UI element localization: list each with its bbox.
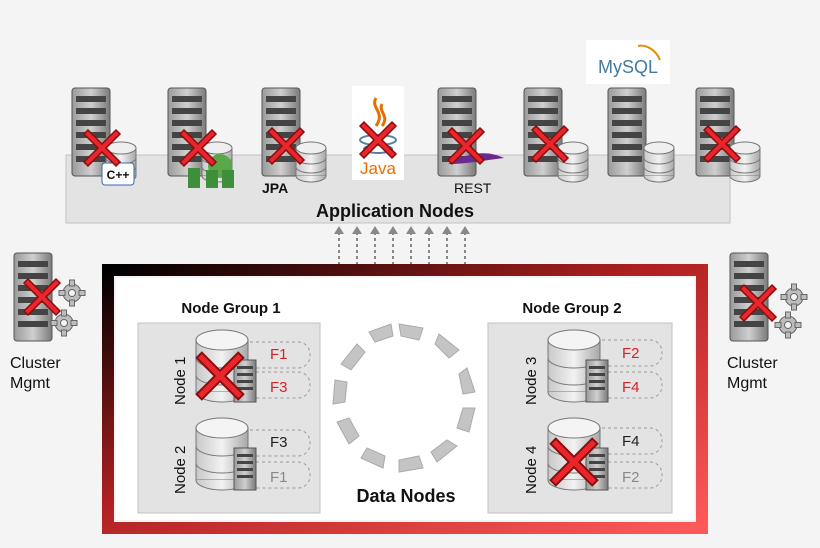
node-4-label: Node 4 [523, 446, 540, 494]
data-nodes-title: Data Nodes [356, 486, 455, 506]
mysql-logo-icon: MySQL [586, 40, 670, 84]
cluster-mgmt-left-label-line2: Mgmt [10, 375, 51, 392]
app-node-nodejs [167, 87, 234, 188]
nodejs-logo-icon [188, 154, 234, 188]
connector-arrowheads [334, 226, 470, 234]
node-4: Node 4 F4 F2 [523, 417, 663, 494]
node-2: Node 2 F3 F1 [172, 417, 311, 494]
node-3-fragment-primary-slot [583, 339, 663, 367]
node-1-fragment-primary: F1 [270, 346, 288, 363]
app-node-mysql [607, 87, 675, 183]
cpp-logo-label: C++ [107, 168, 130, 182]
jpa-label: JPA [262, 180, 288, 196]
node-group-1-title: Node Group 1 [181, 300, 280, 317]
node-group-2-title: Node Group 2 [522, 300, 621, 317]
node-3-fragment-secondary: F4 [622, 379, 640, 396]
replication-cycle-icon [332, 323, 476, 473]
node-4-fragment-primary: F4 [622, 433, 640, 450]
node-1-fragment-primary-slot [231, 341, 311, 369]
rest-label: REST [454, 180, 492, 196]
node-2-label: Node 2 [172, 446, 189, 494]
java-logo-icon: Java [352, 86, 404, 180]
node-2-fragment-primary-slot [231, 429, 311, 457]
cluster-mgmt-left [13, 252, 86, 342]
node-3-fragment-secondary-slot [583, 371, 663, 399]
data-nodes-frame [102, 264, 708, 534]
app-node-jpa [261, 87, 327, 183]
node-3-fragment-primary: F2 [622, 345, 640, 362]
app-node-rest [437, 87, 504, 177]
cluster-mgmt-right-label-line2: Mgmt [727, 375, 768, 392]
connector-arrows [338, 232, 466, 266]
node-4-fragment-secondary: F2 [622, 469, 640, 486]
node-1-label: Node 1 [172, 357, 189, 405]
java-logo-label: Java [360, 159, 396, 178]
node-3-label: Node 3 [523, 357, 540, 405]
application-nodes-title: Application Nodes [316, 201, 474, 221]
cluster-mgmt-right [729, 252, 808, 342]
node-2-fragment-secondary-slot [231, 461, 311, 489]
cluster-mgmt-left-label-line1: Cluster [10, 355, 61, 372]
app-node-6 [523, 87, 589, 183]
node-4-fragment-primary-slot [583, 427, 663, 455]
mysql-logo-label: MySQL [598, 57, 658, 77]
node-4-fragment-secondary-slot [583, 461, 663, 489]
node-1-fragment-secondary: F3 [270, 379, 288, 396]
node-1: Node 1 F1 F3 [172, 329, 311, 405]
cluster-mgmt-right-label-line1: Cluster [727, 355, 778, 372]
app-node-cpp: C++ [71, 87, 137, 186]
node-3: Node 3 F2 F4 [523, 329, 663, 405]
node-1-fragment-secondary-slot [231, 371, 311, 399]
node-2-fragment-primary: F3 [270, 434, 288, 451]
app-node-8 [695, 87, 761, 183]
node-2-fragment-secondary: F1 [270, 469, 288, 486]
